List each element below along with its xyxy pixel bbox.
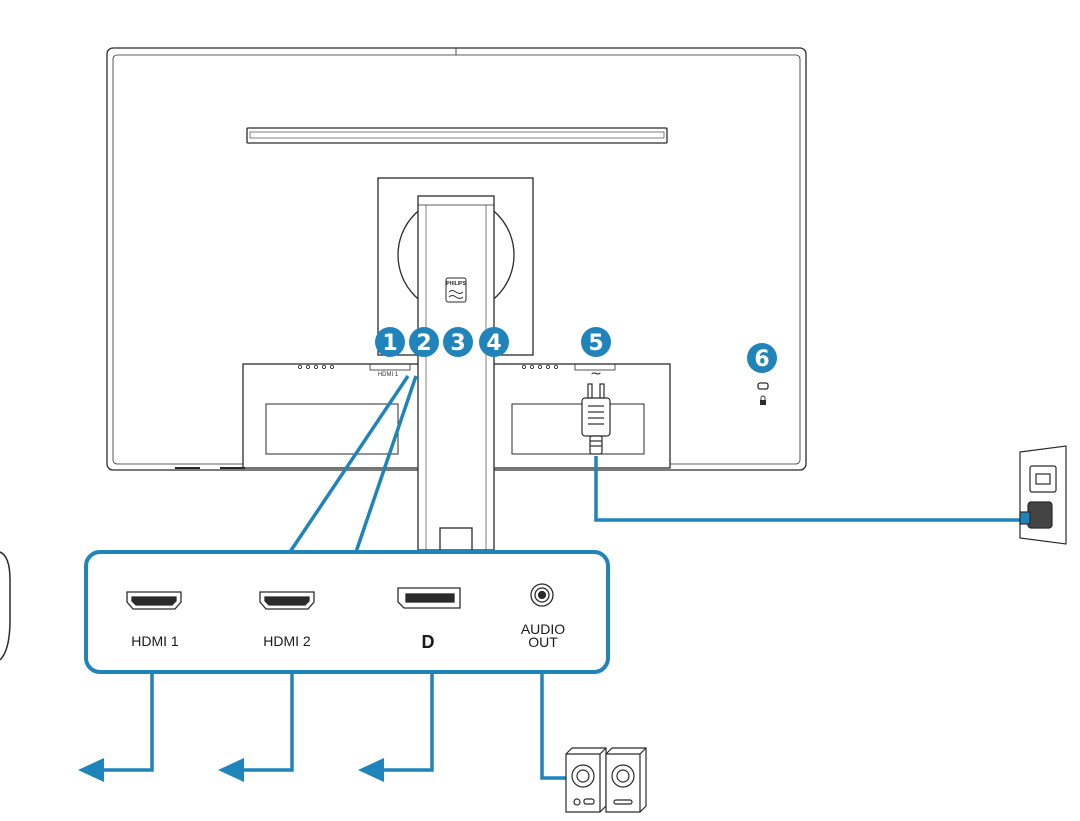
displayport-port: D [397,587,461,652]
kensington-slot [757,382,769,390]
cable-audio [540,674,570,780]
callout-6: 6 [747,343,777,373]
power-plug-icon [581,383,611,455]
wall-outlet-icon [1019,445,1067,545]
svg-text:3: 3 [450,331,465,356]
audio-label-line1: AUDIO [521,621,565,637]
vent-slot [246,127,668,144]
svg-text:4: 4 [486,331,501,356]
speakers-icon [565,747,647,813]
callout-3: 3 [443,327,473,357]
displayport-icon [397,587,461,609]
callout-1: 1 [375,327,405,357]
port-panel [84,550,610,674]
callout-4: 4 [479,327,509,357]
arrow-left-icon [218,758,244,782]
hdmi-port-icon [126,591,182,610]
svg-text:5: 5 [588,331,603,356]
monitor-back [106,47,807,551]
audio-out-port: AUDIO OUT [521,583,565,650]
cable-displayport [358,674,434,782]
cable-hdmi2 [218,674,294,782]
cable-hdmi1 [78,674,154,782]
audio-jack-icon [530,583,554,607]
callout-2: 2 [409,327,439,357]
svg-text:2: 2 [416,331,431,356]
svg-text:6: 6 [754,347,769,372]
displayport-logo: D [422,632,435,652]
svg-text:PHILIPS: PHILIPS [446,281,466,287]
callout-5: 5 [581,327,611,357]
hdmi2-port: HDMI 2 [259,591,315,649]
partial-object [0,551,11,661]
hdmi-port-icon [259,591,315,610]
hdmi1-port: HDMI 1 [126,591,182,649]
hdmi2-label: HDMI 2 [263,633,311,649]
zoom-connector [288,375,418,553]
svg-text:1: 1 [382,331,397,356]
stand-neck [417,195,495,551]
hdmi1-label: HDMI 1 [131,633,179,649]
lock-icon [760,395,766,405]
arrow-left-icon [358,758,384,782]
arrow-left-icon [78,758,104,782]
power-cord [594,456,1026,522]
audio-label-line2: OUT [528,634,558,650]
power-symbol: ~ [590,366,602,382]
philips-logo: PHILIPS [445,277,467,303]
port-silk-label: HDMI 1 [378,372,399,378]
